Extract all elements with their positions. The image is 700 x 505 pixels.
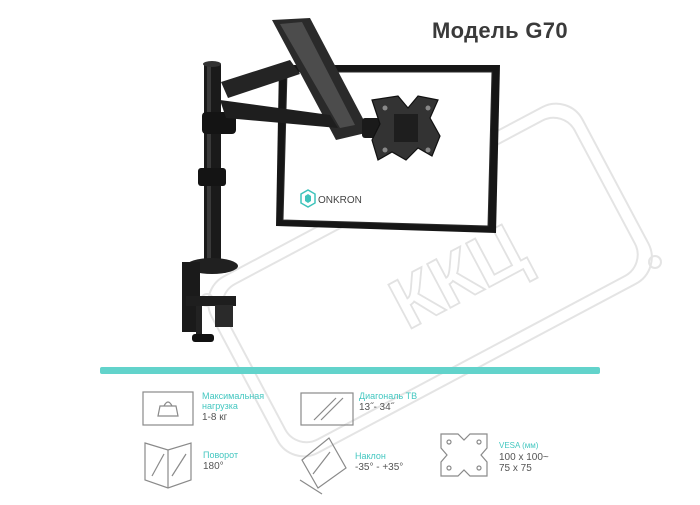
spec-tilt: Наклон -35° - +35°: [355, 451, 435, 481]
spec-value: 13˝- 34˝: [359, 402, 395, 413]
brand-name: ONKRON: [318, 195, 362, 206]
spec-value: 180°: [203, 461, 224, 472]
vesa-plate: [371, 95, 441, 161]
model-title: Модель G70: [432, 18, 568, 43]
spec-max-load: Максимальная нагрузка 1-8 кг: [202, 391, 292, 431]
spec-label: нагрузка: [202, 401, 238, 411]
tilt-icon: [299, 437, 347, 495]
spec-vesa: VESA (мм) 100 x 100~ 75 x 75: [499, 441, 589, 481]
spec-value: 100 x 100~: [499, 452, 549, 463]
spec-screen-diagonal: Диагональ ТВ 13˝- 34˝: [359, 391, 449, 421]
accent-divider: [100, 367, 600, 374]
desk-clamp: [182, 258, 238, 342]
swivel-icon: [144, 442, 192, 489]
gas-spring-arm: [220, 18, 380, 140]
monitor-weight-icon: [142, 391, 194, 426]
spec-value: 1-8 кг: [202, 412, 228, 423]
onkron-logo-icon: [300, 189, 316, 208]
spec-label: Наклон: [355, 451, 386, 461]
spec-swivel: Поворот 180°: [203, 450, 283, 480]
spec-value: 75 x 75: [499, 463, 532, 474]
spec-value: -35° - +35°: [355, 462, 404, 473]
screen-diagonal-icon: [300, 392, 354, 426]
spec-label: Диагональ ТВ: [359, 391, 418, 401]
spec-label: VESA (мм): [499, 441, 539, 450]
mount-pole: [198, 61, 236, 264]
spec-label: Поворот: [203, 450, 239, 460]
vesa-icon: [440, 433, 488, 477]
spec-label: Максимальная: [202, 391, 265, 401]
